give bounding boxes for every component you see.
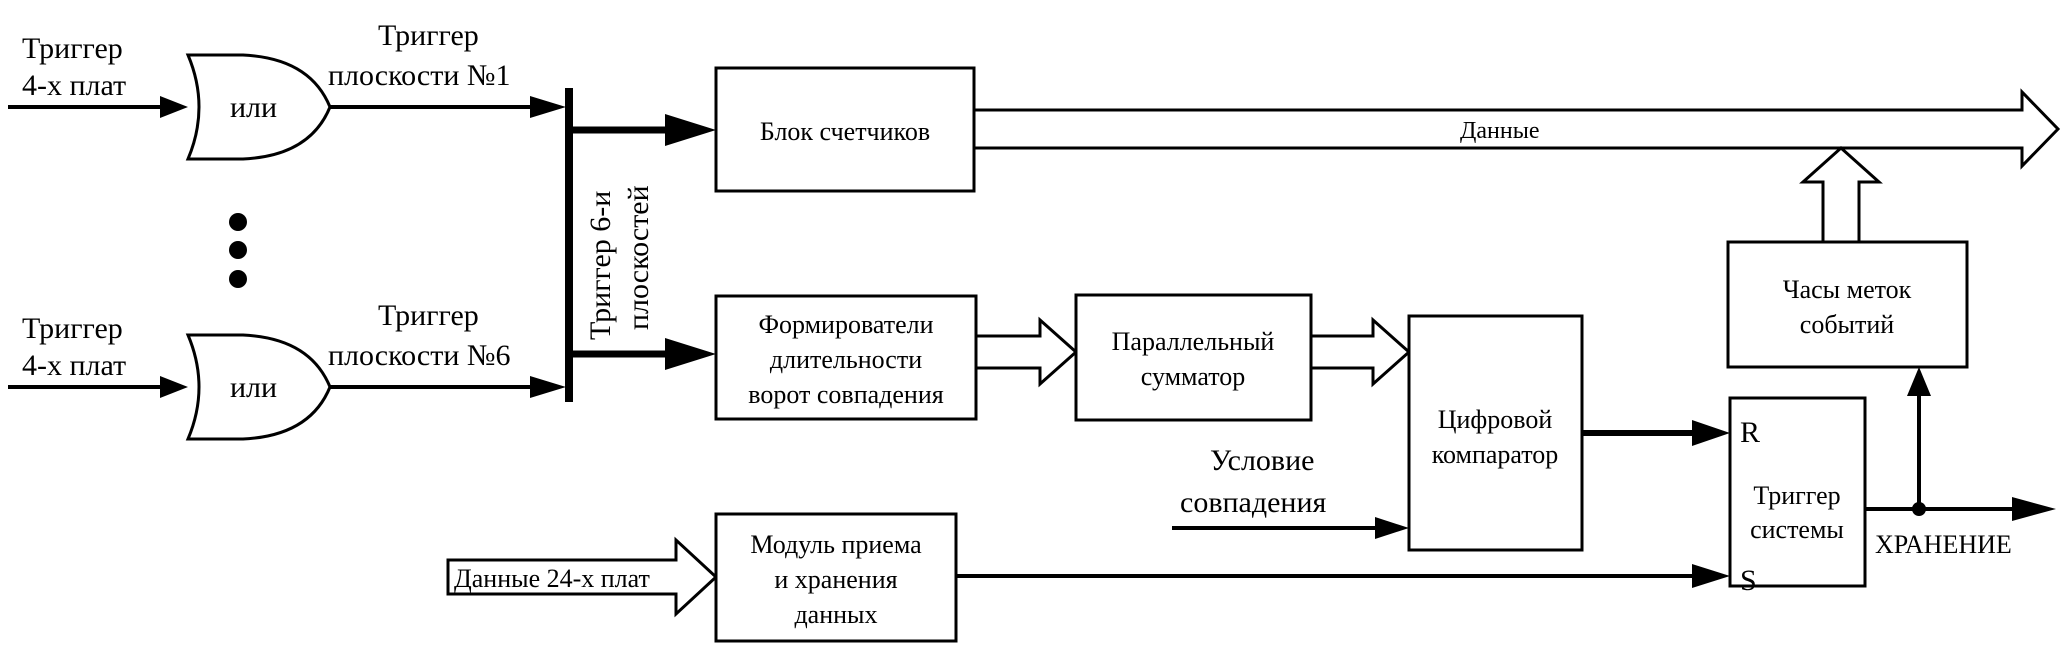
trigger-input-2-label-line2: 4-х плат [22, 349, 126, 382]
tap-to-clock-arrowhead [1907, 367, 1931, 396]
adder-block [1074, 293, 1313, 422]
system-trigger-label-line2: системы [1750, 515, 1844, 544]
coincidence-arrowhead [1375, 517, 1409, 539]
comparator-label-line1: Цифровой [1438, 405, 1553, 434]
trigger-input-1-label-line1: Триггер [22, 32, 123, 65]
bus-label-line2: плоскостей [622, 185, 655, 330]
storage-label: ХРАНЕНИЕ [1875, 530, 2012, 559]
shapers-label-line3: ворот совпадения [748, 380, 943, 409]
shapers-to-adder-arrow [974, 316, 1079, 388]
ellipsis-dot-3 [229, 270, 247, 288]
shapers-label-line2: длительности [770, 345, 922, 374]
plane-6-arrowhead [530, 376, 566, 398]
counters-block [714, 66, 976, 193]
bus-to-shapers-arrowhead [665, 338, 716, 370]
data-input-arrow [446, 536, 719, 618]
clock-to-data-arrow [1799, 145, 1883, 244]
clock-block [1726, 240, 1969, 369]
plane-6-label-line1: Триггер [378, 299, 479, 332]
plane-1-label-line1: Триггер [378, 19, 479, 52]
plane-1-arrowhead [530, 96, 566, 118]
set-port-label: S [1740, 564, 1757, 597]
or-gate-1-label: или [230, 91, 277, 124]
or-gate-2-label: или [230, 371, 277, 404]
input-2-arrowhead [160, 376, 188, 398]
coincidence-label-line2: совпадения [1180, 486, 1327, 519]
ellipsis-dot-1 [229, 213, 247, 231]
counters-block-label: Блок счетчиков [760, 117, 930, 146]
trigger-input-1-label-line2: 4-х плат [22, 69, 126, 102]
data-output-label: Данные [1460, 118, 1540, 144]
data-input-label: Данные 24-х плат [454, 564, 650, 593]
comparator-label-line2: компаратор [1432, 440, 1559, 469]
shapers-label-line1: Формирователи [758, 310, 933, 339]
data-output-arrow [972, 88, 2061, 170]
or-gate-1 [185, 53, 332, 161]
receive-storage-block [714, 512, 958, 643]
or-gate-2 [185, 333, 332, 441]
comparator-to-reset-arrowhead [1692, 420, 1730, 446]
shapers-block [714, 294, 978, 421]
adder-to-comparator-arrow [1309, 316, 1412, 388]
bus-label-line1: Триггер 6-и [584, 191, 617, 340]
plane-6-label-line2: плоскости №6 [328, 339, 511, 372]
bus-to-counters-arrowhead [665, 114, 716, 146]
storage-output-arrowhead [2012, 497, 2056, 521]
system-trigger-block [1728, 396, 1867, 588]
receive-to-set-arrowhead [1692, 564, 1730, 588]
input-1-arrowhead [160, 96, 188, 118]
adder-label-line1: Параллельный [1112, 327, 1275, 356]
ellipsis-dot-2 [229, 241, 247, 259]
system-trigger-label-line1: Триггер [1753, 481, 1840, 510]
clock-label-line1: Часы меток [1783, 275, 1912, 304]
clock-label-line2: событий [1800, 310, 1895, 339]
coincidence-label-line1: Условие [1210, 444, 1314, 477]
plane-1-label-line2: плоскости №1 [328, 59, 511, 92]
trigger-bus [565, 88, 573, 402]
receive-label-line1: Модуль приема [750, 530, 922, 559]
receive-label-line3: данных [794, 600, 877, 629]
receive-label-line2: и хранения [774, 565, 897, 594]
trigger-input-2-label-line1: Триггер [22, 312, 123, 345]
adder-label-line2: сумматор [1141, 362, 1245, 391]
reset-port-label: R [1740, 416, 1760, 449]
